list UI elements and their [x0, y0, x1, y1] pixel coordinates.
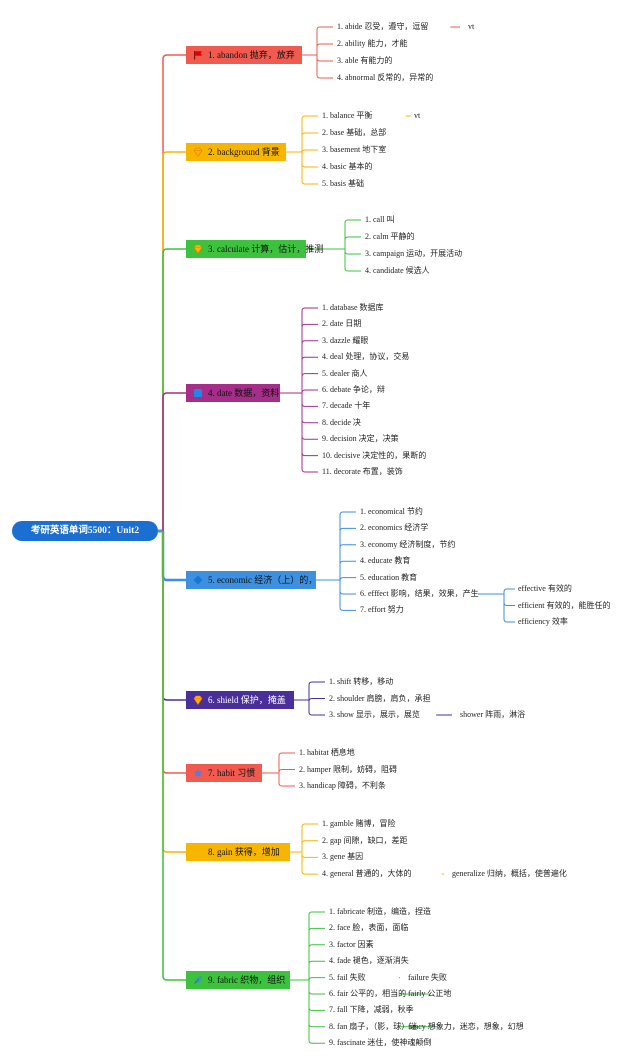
sub-item[interactable]: vt [468, 22, 475, 31]
list-item[interactable]: 11. decorate 布置，装饰 [322, 467, 403, 476]
list-item[interactable]: 4. basic 基本的 [322, 162, 373, 171]
list-item[interactable]: 1. habitat 栖息地 [299, 748, 355, 757]
branch-connector [162, 248, 186, 531]
list-item[interactable]: 4. general 普通的，大体的 [322, 869, 412, 879]
sub-item[interactable]: efficiency 效率 [518, 617, 568, 626]
gem-icon [193, 147, 203, 157]
branch-label: 2. background 背景 [208, 147, 280, 157]
list-item[interactable]: 1. abide 忍受，遵守，逗留 [337, 22, 429, 31]
list-item[interactable]: 9. decision 决定，决策 [322, 434, 399, 444]
list-item[interactable]: 5. dealer 商人 [322, 368, 368, 378]
list-item[interactable]: 3. dazzle 耀眼 [322, 335, 369, 345]
gem-icon [193, 695, 203, 705]
list-item[interactable]: 3. campaign 运动，开展活动 [365, 249, 463, 258]
list-item[interactable]: 2. calm 平静的 [365, 232, 415, 241]
list-item[interactable]: 2. ability 能力，才能 [337, 39, 408, 48]
list-item[interactable]: 6. fair 公平的，相当的 [329, 989, 407, 998]
list-item[interactable]: 6. efffect 影响，结果，效果，产生 [360, 589, 479, 598]
sub-item[interactable]: efficient 有效的，能胜任的 [518, 600, 611, 610]
branch-connector [162, 151, 186, 531]
list-item[interactable]: 1. economical 节约 [360, 507, 423, 516]
list-item[interactable]: 3. economy 经济制度，节约 [360, 539, 456, 549]
branch-topic-6[interactable]: 6. shield 保护，掩盖 [186, 691, 294, 709]
list-item[interactable]: 1. database 数据库 [322, 303, 384, 312]
list-item[interactable]: 2. shoulder 肩膀，肩负，承担 [329, 693, 431, 703]
branch-topic-5[interactable]: 5. economic 经济（上）的， [186, 571, 318, 589]
branch-connector [162, 54, 186, 531]
list-item[interactable]: 1. fabricate 制造，编造，捏造 [329, 907, 431, 916]
list-item[interactable]: 3. show 显示，展示，展览 [329, 710, 420, 719]
list-item[interactable]: 3. gene 基因 [322, 852, 364, 862]
branch-label: 7. habit 习惯 [208, 768, 256, 778]
list-item[interactable]: 7. effort 努力 [360, 605, 404, 615]
sub-item[interactable]: fairly 公正地 [408, 989, 452, 998]
star-icon [193, 768, 203, 778]
sub-item[interactable]: fancy 想象力，迷恋，想象，幻想 [408, 1021, 524, 1031]
list-item[interactable]: 5. fail 失败 [329, 972, 366, 982]
list-item[interactable]: 8. decide 决 [322, 417, 361, 427]
list-item[interactable]: 7. decade 十年 [322, 401, 371, 411]
list-item[interactable]: 3. factor 因素 [329, 939, 374, 949]
list-item[interactable]: 1. call 叫 [365, 215, 395, 224]
list-item[interactable]: 2. hamper 限制，妨碍，阻碍 [299, 764, 397, 774]
list-item[interactable]: 2. economics 经济学 [360, 523, 429, 533]
list-item[interactable]: 1. gamble 赌博，冒险 [322, 819, 396, 828]
branch-topic-7[interactable]: 7. habit 习惯 [186, 764, 262, 782]
list-item[interactable]: 6. debate 争论，辩 [322, 385, 385, 394]
branch-connector [162, 531, 186, 701]
list-item[interactable]: 4. educate 教育 [360, 556, 411, 566]
list-item[interactable]: 7. fall 下降，减弱，秋季 [329, 1005, 414, 1015]
list-item[interactable]: 2. date 日期 [322, 319, 362, 329]
list-item[interactable]: 5. education 教育 [360, 572, 418, 582]
list-item[interactable]: 2. gap 间隙，缺口，差距 [322, 835, 408, 845]
list-item[interactable]: 2. face 脸，表面，面临 [329, 923, 409, 933]
branch-topic-4[interactable]: 4. date 数据，资料 [186, 384, 280, 402]
list-item[interactable]: 5. basis 基础 [322, 179, 364, 188]
list-item[interactable]: 4. candidate 候选人 [365, 266, 430, 275]
branch-topic-9[interactable]: 9. fabric 织物，组织 [186, 971, 290, 989]
branch-connector [162, 531, 186, 981]
branch-label: 4. date 数据，资料 [208, 388, 280, 398]
branch-label: 9. fabric 织物，组织 [208, 975, 286, 985]
branch-topic-2[interactable]: 2. background 背景 [186, 143, 286, 161]
branch-topic-1[interactable]: 1. abandon 抛弃，放弃 [186, 46, 302, 64]
branch-label: 1. abandon 抛弃，放弃 [208, 50, 295, 60]
root-topic[interactable]: 考研英语单词5500：Unit2 [12, 521, 158, 541]
branch-connector [162, 392, 186, 531]
list-item[interactable]: 4. fade 褪色，逐渐消失 [329, 956, 409, 966]
flag-icon [194, 51, 202, 60]
list-item[interactable]: 4. deal 处理，协议，交易 [322, 352, 410, 362]
sub-item[interactable]: shower 阵雨，淋浴 [460, 710, 526, 719]
list-item[interactable]: 3. handicap 障碍，不利条 [299, 781, 386, 790]
list-item[interactable]: 1. balance 平衡 [322, 111, 373, 120]
branch-connector [161, 531, 186, 582]
branch-topic-3[interactable]: 3. calculate 计算，估计，推测 [186, 240, 323, 258]
branch-label: 8. gain 获得，增加 [208, 847, 280, 857]
branch-label: 6. shield 保护，掩盖 [208, 695, 286, 705]
sub-item[interactable]: failure 失败 [408, 972, 447, 982]
sub-item[interactable]: effective 有效的 [518, 584, 572, 593]
square-icon [194, 389, 202, 397]
leaf-icon [194, 976, 202, 984]
list-item[interactable]: 1. shift 转移，移动 [329, 677, 394, 686]
sub-item[interactable]: generalize 归纳，概括，使普遍化 [452, 869, 567, 879]
sub-item[interactable]: vt [414, 111, 421, 120]
list-item[interactable]: 8. fan 扇子，（影，球）迷 [329, 1021, 418, 1031]
branch-topic-8[interactable]: 8. gain 获得，增加 [186, 843, 290, 861]
list-item[interactable]: 3. basement 地下室 [322, 145, 387, 154]
list-item[interactable]: 4. abnormal 反常的，异常的 [337, 73, 434, 82]
list-item[interactable]: 9. fascinate 迷住，使神魂颠倒 [329, 1038, 432, 1048]
list-item[interactable]: 3. able 有能力的 [337, 56, 393, 65]
branch-connector [162, 531, 186, 774]
diamond-icon [193, 575, 203, 585]
branch-label: 5. economic 经济（上）的， [208, 575, 318, 585]
list-item[interactable]: 2. base 基础，总部 [322, 128, 387, 137]
gem-icon [193, 244, 203, 254]
branch-label: 3. calculate 计算，估计，推测 [208, 244, 324, 254]
list-item[interactable]: 10. decisive 决定性的，果断的 [322, 450, 427, 460]
